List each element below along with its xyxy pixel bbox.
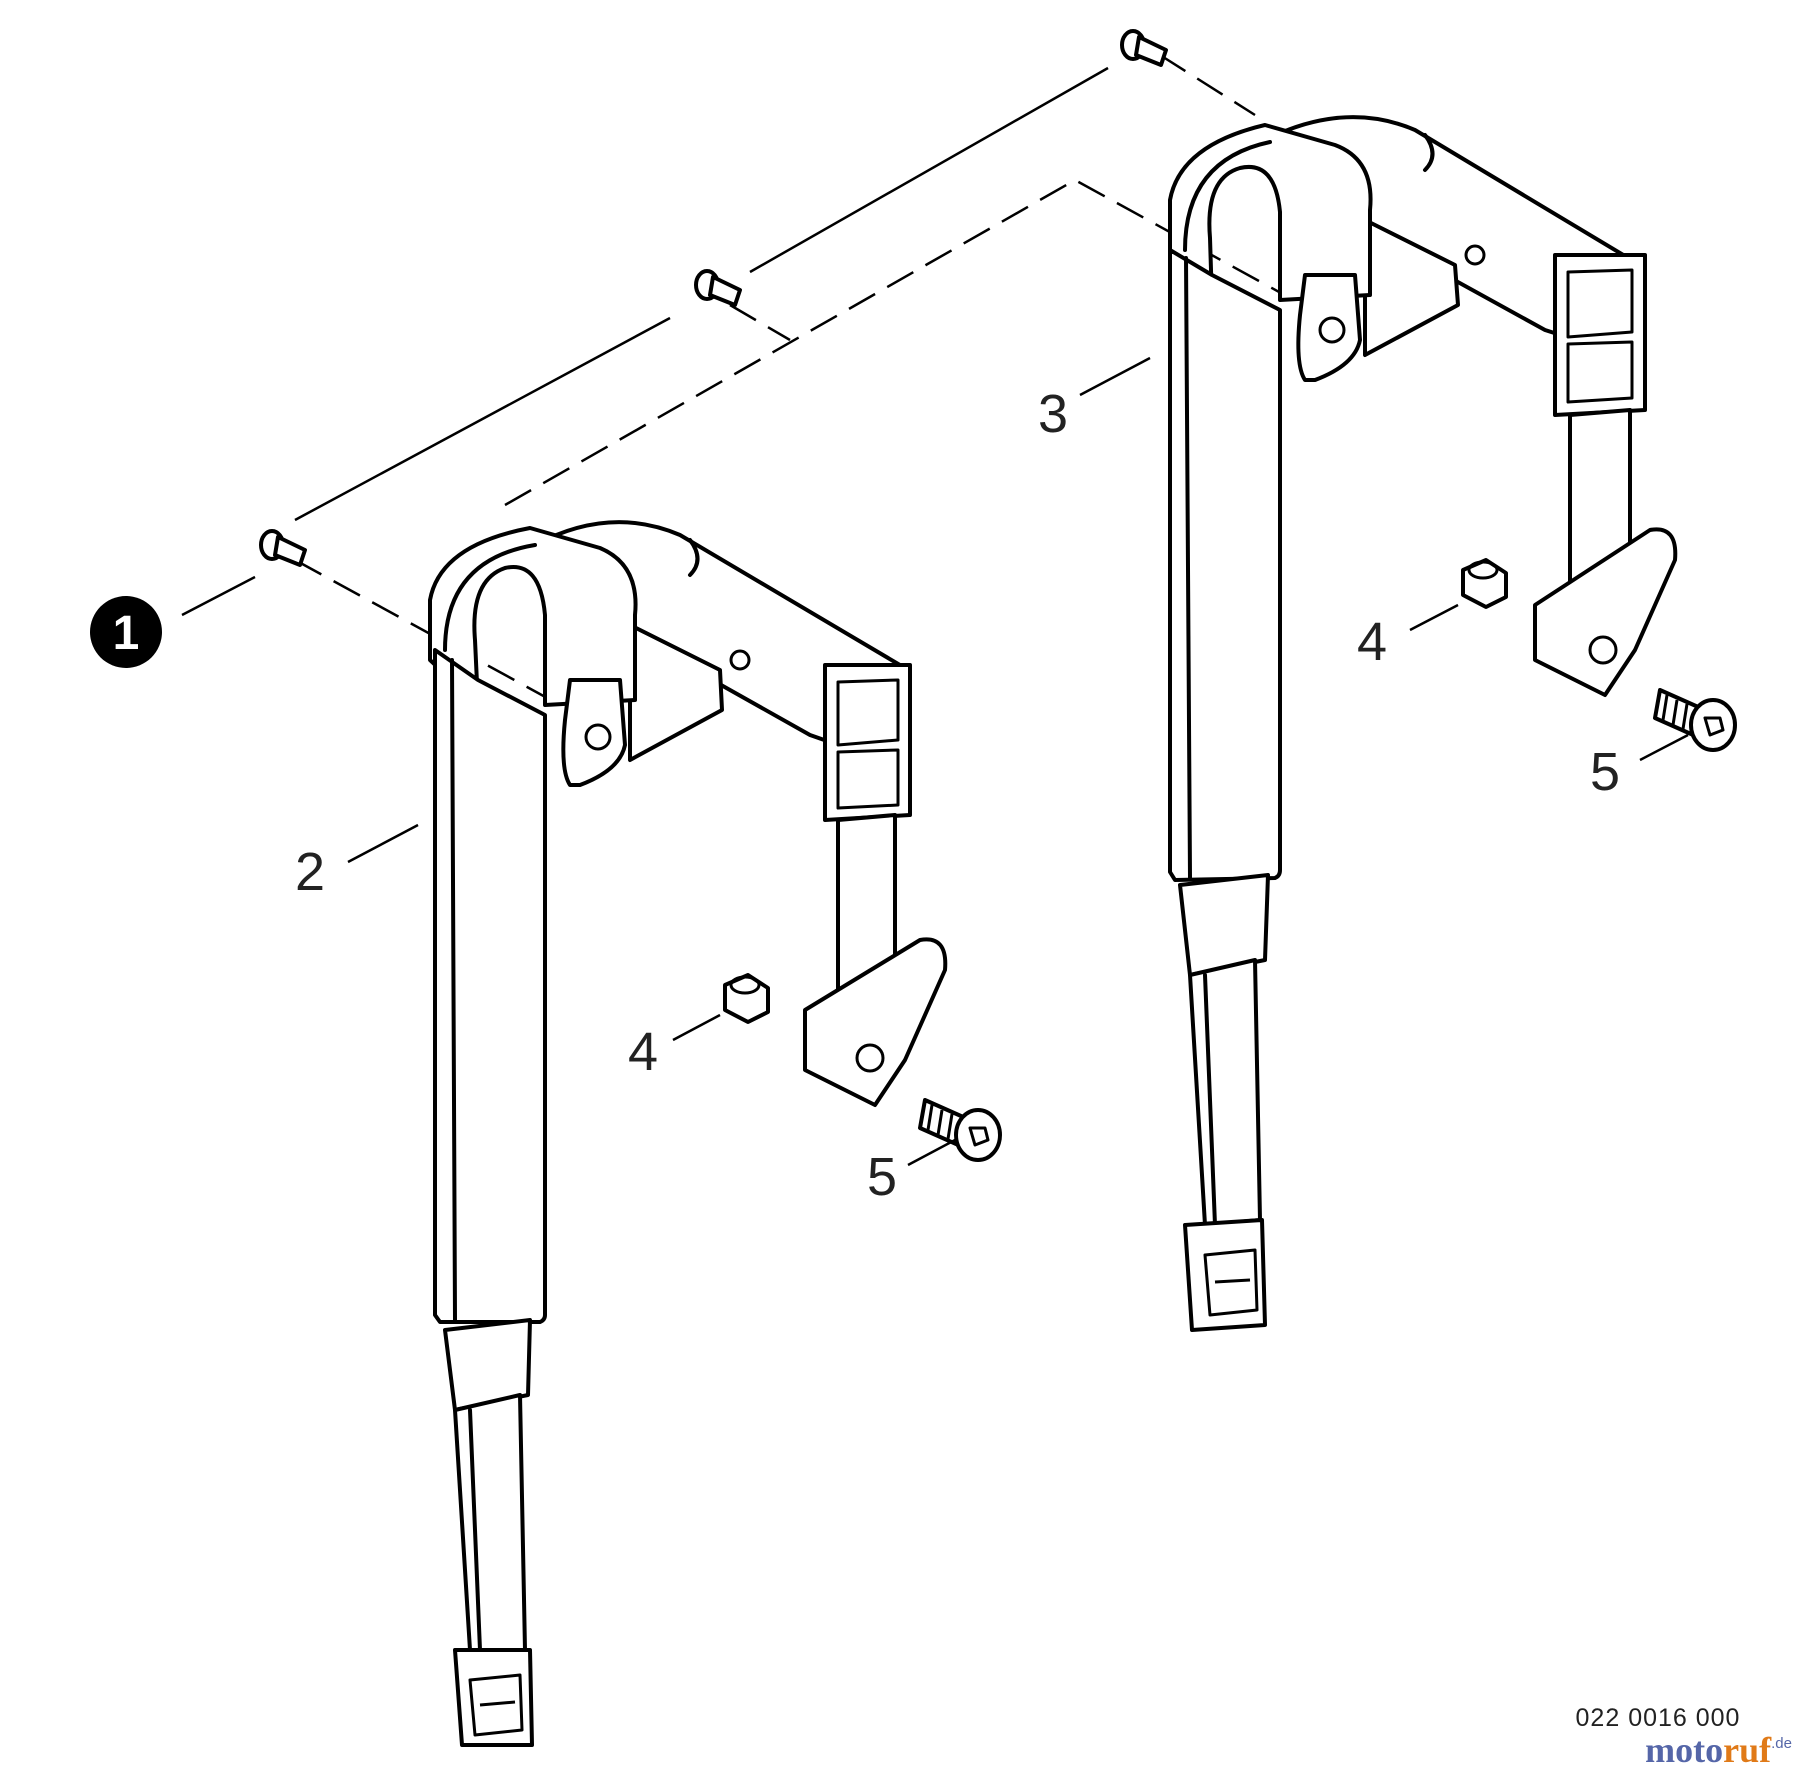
callout-4-right: 4 — [1357, 612, 1387, 672]
watermark-suffix: .de — [1771, 1735, 1792, 1752]
hex-socket-bolt-icon — [1653, 688, 1737, 752]
svg-text:motoruf.de: motoruf.de — [1645, 1730, 1792, 1768]
hex-nut-icon — [723, 973, 770, 1024]
callout-2: 2 — [295, 842, 325, 902]
rivet-screw-icon — [259, 529, 307, 567]
rivet-screws — [259, 29, 1168, 567]
callout-4-left: 4 — [628, 1022, 658, 1082]
watermark-part1: moto — [1645, 1730, 1723, 1768]
rivet-screw-icon — [694, 269, 742, 307]
callout-1-badge: 1 — [90, 596, 162, 668]
shoulder-strap-left — [428, 520, 948, 1747]
callout-5-right: 5 — [1590, 742, 1620, 802]
callout-leaders — [181, 356, 1689, 1167]
callout-1: 1 — [113, 607, 140, 660]
document-number: 022 0016 000 — [1576, 1704, 1741, 1732]
watermark-logo: motoruf.de — [1645, 1730, 1792, 1768]
assembly-lines — [294, 53, 1291, 707]
callout-5-left: 5 — [867, 1147, 897, 1207]
hex-nut-icon — [1461, 558, 1508, 609]
hex-socket-bolt-icon — [918, 1098, 1002, 1162]
watermark-part2: ruf — [1723, 1730, 1772, 1768]
callout-3: 3 — [1038, 384, 1068, 444]
rivet-screw-icon — [1120, 29, 1168, 67]
shoulder-strap-right — [1168, 115, 1678, 1332]
